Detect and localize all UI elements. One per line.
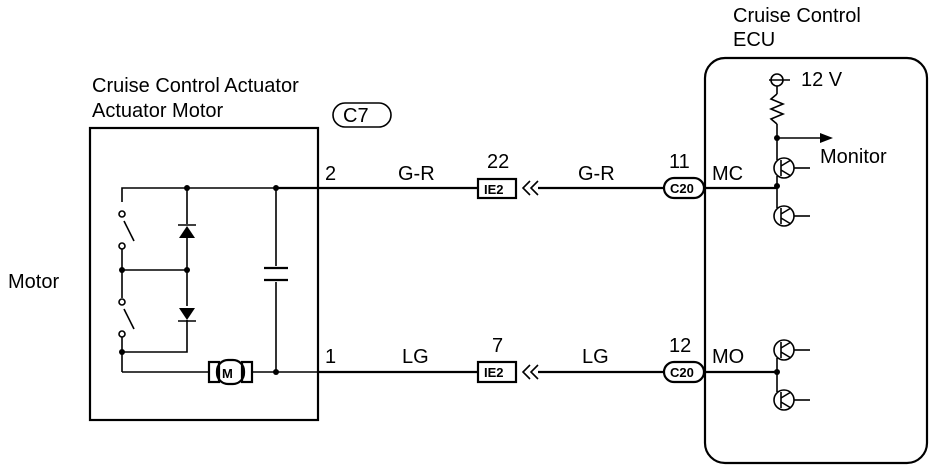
wire-color-gr-left: G-R (398, 163, 435, 185)
wire-color-lg-right: LG (582, 346, 609, 368)
ecu-pin-12: 12 (669, 335, 691, 357)
junction-pin-22: 22 (487, 151, 509, 173)
ecu-title-line2: ECU (733, 29, 775, 51)
junction-connector-label: IE2 (484, 182, 504, 197)
ecu-connector-label: C20 (670, 181, 694, 196)
supply-terminal-icon (769, 73, 790, 87)
transistor-icon (773, 157, 810, 179)
junction-connector-ie2 (476, 360, 518, 384)
junction-connector-label: IE2 (484, 365, 504, 380)
ecu-connector-label: C20 (670, 365, 694, 380)
capacitor-icon (264, 266, 288, 282)
connector-chevron-icon (521, 180, 539, 196)
pullup-resistor-icon (768, 93, 786, 125)
junction-pin-7: 7 (492, 335, 503, 357)
switch-icon (118, 298, 135, 338)
ecu-terminal-mo: MO (712, 346, 744, 368)
diode-icon (178, 224, 196, 238)
actuator-connector-badge (332, 102, 392, 128)
wire-color-lg-left: LG (402, 346, 429, 368)
actuator-pin-1: 1 (325, 346, 336, 368)
motor-side-label: Motor (8, 271, 59, 293)
actuator-title-line2: Actuator Motor (92, 100, 224, 122)
actuator-title-line1: Cruise Control Actuator (92, 75, 299, 97)
switch-icon (118, 210, 135, 250)
actuator-pin-2: 2 (325, 163, 336, 185)
monitor-label: Monitor (820, 146, 887, 168)
monitor-arrow-icon (820, 133, 833, 143)
transistor-icon (773, 339, 810, 361)
connector-chevron-icon (521, 364, 539, 380)
wire-color-gr-right: G-R (578, 163, 615, 185)
junction-connector-ie2 (476, 177, 518, 200)
ecu-title-line1: Cruise Control (733, 5, 861, 27)
ecu-pin-11: 11 (669, 151, 690, 173)
ecu-terminal-mc: MC (712, 163, 743, 185)
actuator-connector-code: C7 (343, 105, 369, 127)
diode-icon (178, 308, 196, 322)
actuator-box (88, 126, 320, 422)
transistor-icon (773, 205, 810, 227)
ecu-box (703, 56, 929, 465)
transistor-icon (773, 389, 810, 411)
supply-voltage-label: 12 V (801, 69, 843, 91)
motor-symbol: M (222, 366, 233, 381)
